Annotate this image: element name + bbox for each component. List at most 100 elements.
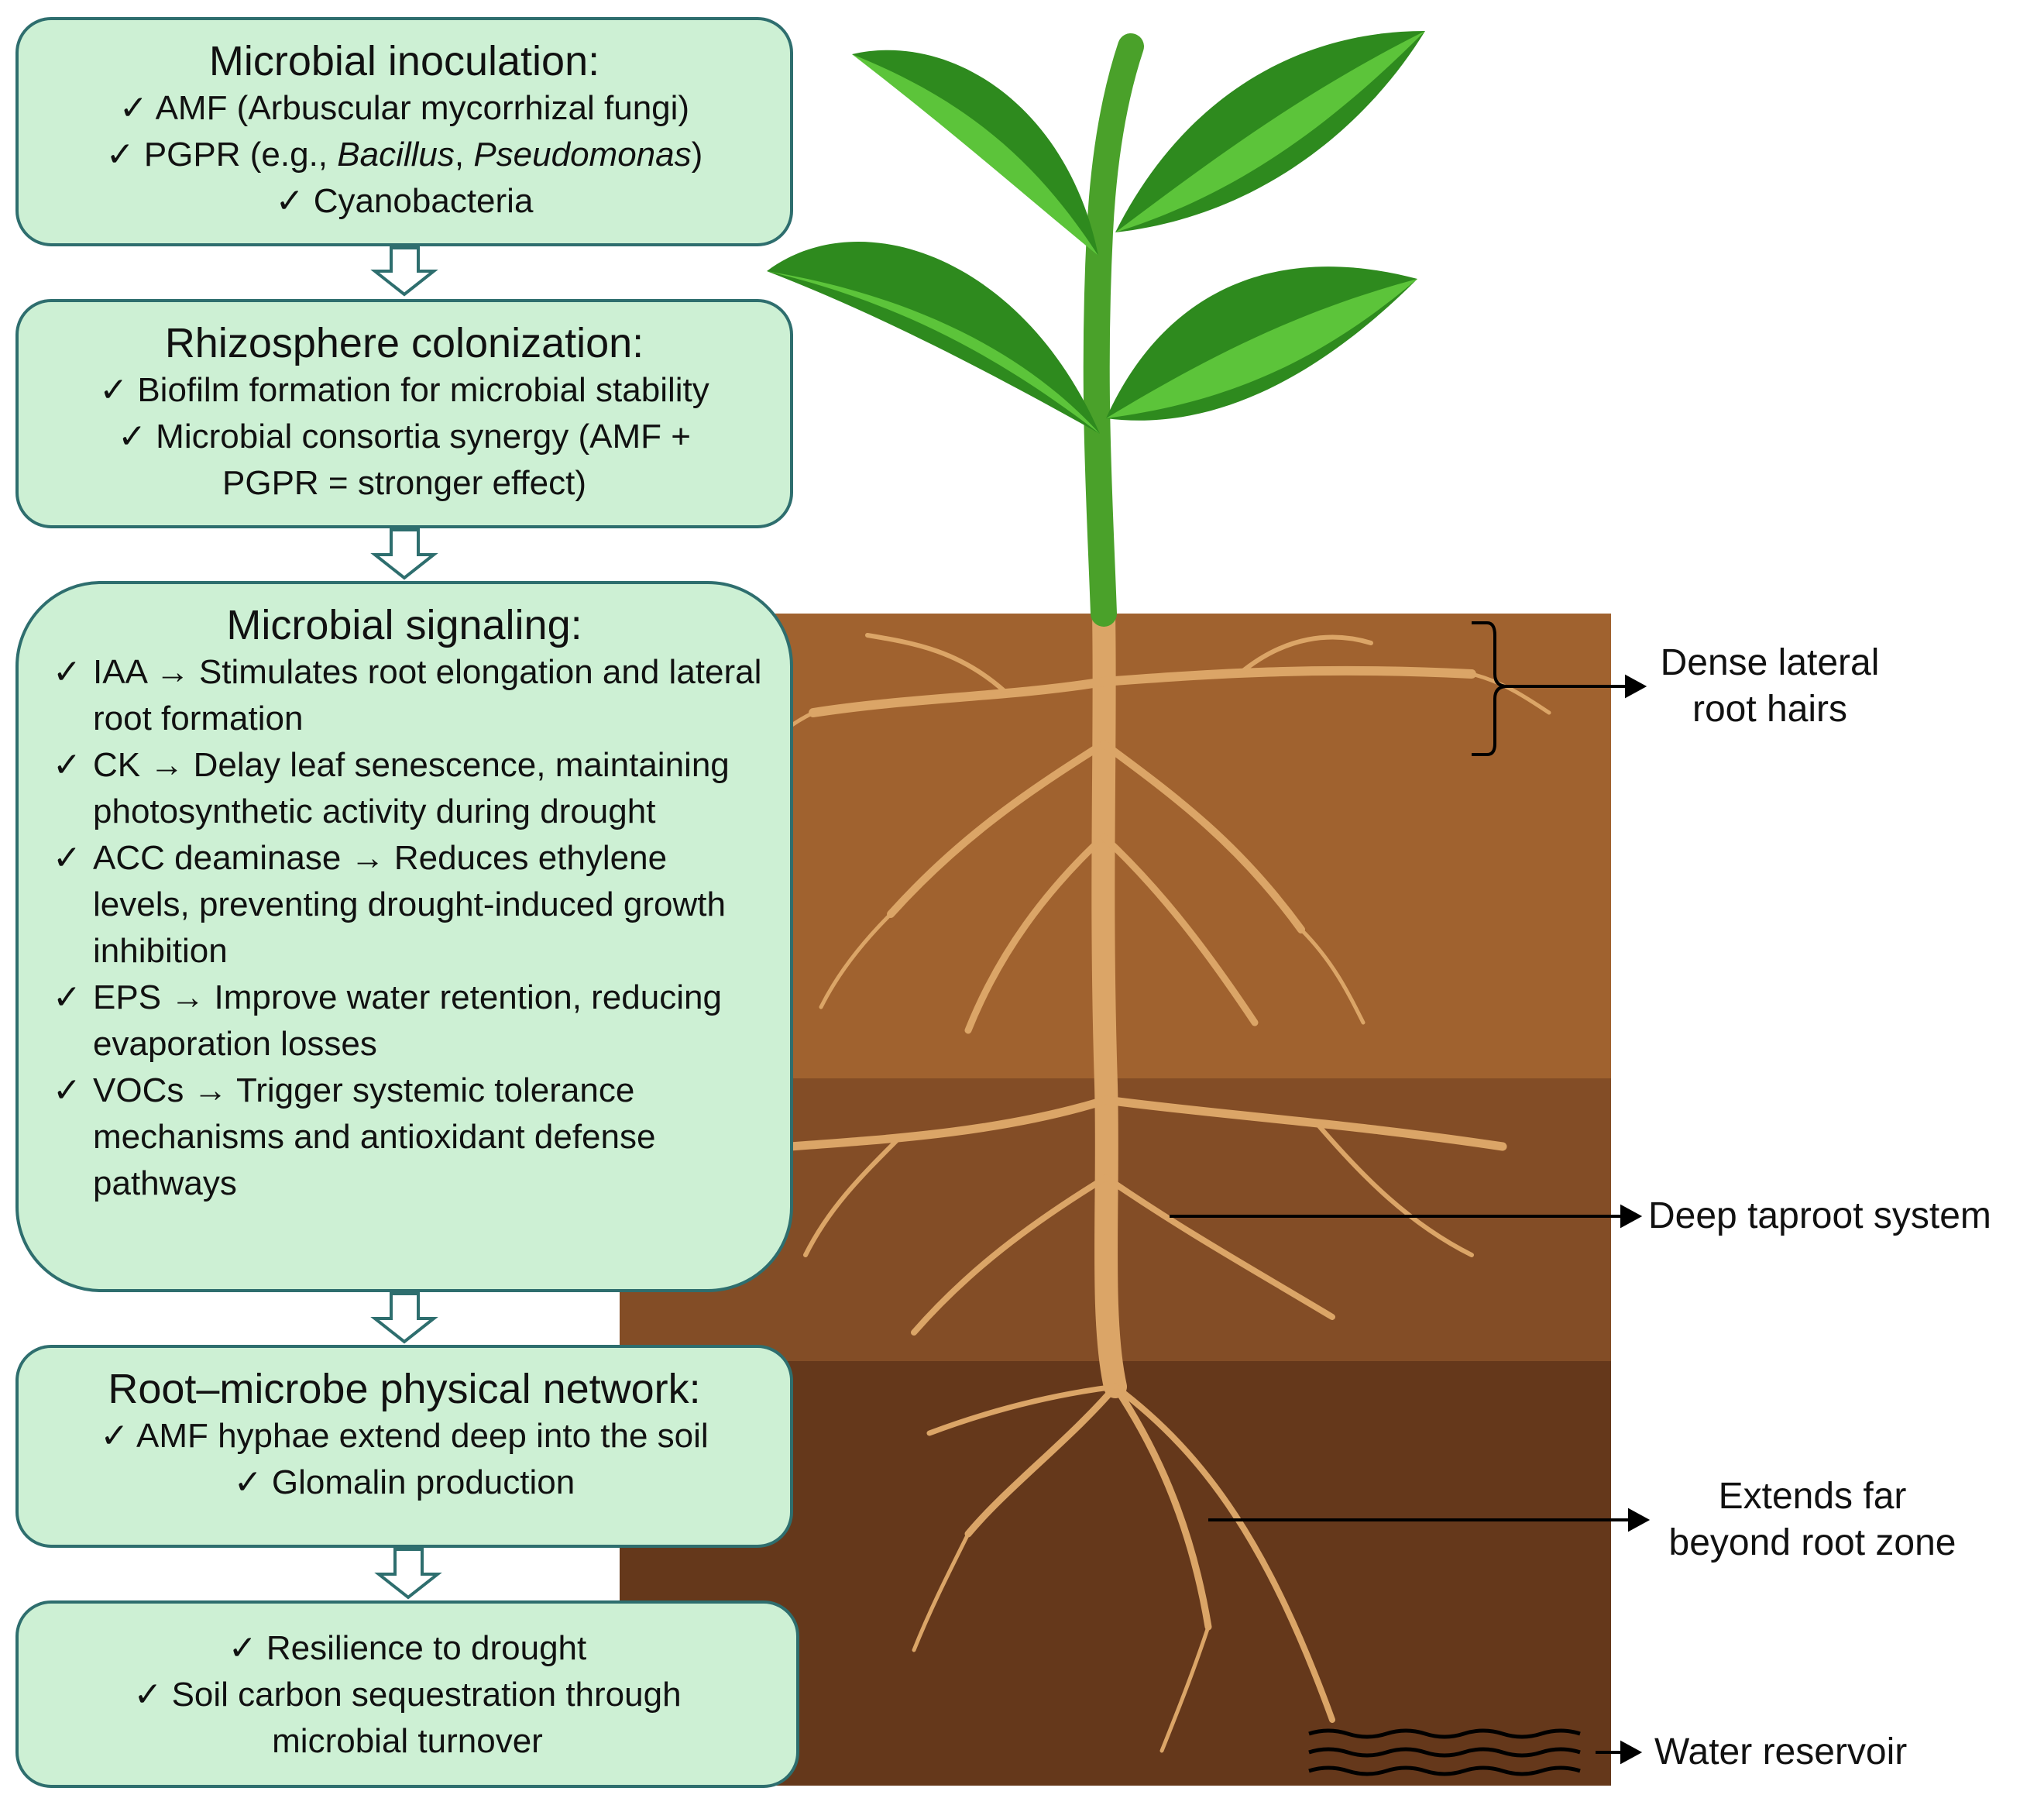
flow-arrow-1 (370, 246, 438, 297)
box-item: ✓ Cyanobacteria (19, 178, 790, 225)
genus-bacillus: Bacillus (337, 136, 455, 174)
lateral-root (911, 1174, 1109, 1336)
box-item: ✓ Soil carbon sequestration through micr… (19, 1672, 796, 1765)
genus-pseudomonas: Pseudomonas (473, 136, 692, 174)
label-line: root hairs (1692, 689, 1848, 730)
box-item: ✓ Biofilm formation for microbial stabil… (19, 367, 790, 414)
box-title: Root–microbe physical network: (108, 1366, 701, 1412)
wave-line (1308, 1765, 1581, 1776)
lateral-root (1100, 740, 1305, 933)
lateral-root (887, 740, 1108, 918)
leaf-right-upper-highlight (1115, 31, 1425, 232)
item-text-prefix: PGPR (e.g., (143, 136, 338, 174)
box-item: ✓ Microbial consortia synergy (AMF + PGP… (19, 414, 790, 507)
lateral-root (1099, 665, 1476, 686)
check-icon: ✓ (53, 839, 81, 877)
box-title: Rhizosphere colonization: (164, 320, 644, 366)
item-text: Biofilm formation for microbial stabilit… (137, 371, 709, 409)
label-extends-far: Extends far beyond root zone (1642, 1473, 1983, 1566)
lateral-root (865, 633, 1009, 696)
box-microbial-inoculation: Microbial inoculation: ✓ AMF (Arbuscular… (15, 17, 793, 246)
root-system (757, 602, 1551, 1753)
label-deep-taproot-system: Deep taproot system (1648, 1195, 1991, 1236)
stem (1083, 33, 1144, 627)
check-icon: ✓ (53, 978, 81, 1016)
leaf-right-lower-highlight (1106, 279, 1417, 418)
item-text: Microbial consortia synergy (AMF + PGPR … (156, 418, 691, 502)
arrowhead-dense-lateral (1625, 674, 1647, 699)
lateral-root (1100, 833, 1259, 1026)
box-item: ✓ ACC deaminase → Reduces ethylene levels… (53, 835, 790, 975)
box-title: Microbial inoculation: (208, 38, 600, 84)
lateral-root (1314, 1121, 1474, 1257)
item-text: EPS → Improve water retention, reducing … (93, 978, 722, 1063)
wave-line (1308, 1747, 1581, 1758)
box-item: ✓ VOCs → Trigger systemic tolerance mecha… (53, 1068, 790, 1207)
plant-shoot (767, 31, 1425, 627)
lateral-root (1237, 634, 1373, 676)
flow-arrow-3 (370, 1292, 438, 1344)
check-icon: ✓ (228, 1629, 257, 1667)
item-text: VOCs → Trigger systemic tolerance mechan… (93, 1071, 656, 1202)
box-item: ✓ Glomalin production (19, 1459, 790, 1506)
item-text: Glomalin production (271, 1463, 575, 1501)
label-dense-lateral-root-hairs: Dense lateral root hairs (1642, 640, 1898, 733)
box-rhizosphere-colonization: Rhizosphere colonization: ✓ Biofilm form… (15, 299, 793, 528)
check-icon: ✓ (133, 1676, 163, 1714)
label-water-reservoir: Water reservoir (1654, 1731, 1908, 1772)
check-icon: ✓ (105, 136, 135, 174)
box-item: ✓ AMF hyphae extend deep into the soil (19, 1413, 790, 1459)
flow-arrow-2 (370, 528, 438, 580)
flow-arrows (370, 246, 442, 1600)
lateral-root (803, 1136, 901, 1257)
arrowhead-deep-taproot (1620, 1204, 1643, 1229)
taproot (1091, 602, 1127, 1398)
item-text: ACC deaminase → Reduces ethylene levels,… (93, 839, 726, 970)
item-text: Cyanobacteria (313, 182, 534, 220)
wave-line (1308, 1728, 1581, 1739)
label-line: beyond root zone (1668, 1522, 1956, 1563)
check-icon: ✓ (53, 1071, 81, 1109)
box-item: ✓ PGPR (e.g., Bacillus, Pseudomonas) (19, 132, 790, 178)
lateral-root (1101, 1095, 1507, 1151)
flow-arrow-4 (374, 1548, 442, 1600)
lateral-root (964, 833, 1108, 1034)
annotations (1170, 621, 1651, 1765)
check-icon: ✓ (275, 182, 304, 220)
item-text: CK → Delay leaf senescence, maintaining … (93, 746, 730, 830)
check-icon: ✓ (99, 371, 129, 409)
box-title: Microbial signaling: (226, 602, 582, 648)
item-text: IAA → Stimulates root elongation and lat… (93, 653, 762, 737)
box-item: ✓ Resilience to drought (19, 1625, 796, 1672)
check-icon: ✓ (53, 653, 81, 691)
lateral-root (1469, 672, 1551, 715)
check-icon: ✓ (119, 89, 148, 127)
lateral-root (785, 1095, 1111, 1151)
lateral-root (1299, 927, 1366, 1025)
lateral-root (1111, 1383, 1212, 1631)
label-line: Dense lateral (1660, 642, 1880, 683)
arrowhead-water-reservoir (1620, 1740, 1643, 1765)
arrowhead-extends-far (1628, 1508, 1651, 1532)
item-text: AMF (Arbuscular mycorrhizal fungi) (155, 89, 690, 127)
soil-layer-top (759, 614, 1611, 1078)
lateral-root (1112, 1384, 1335, 1723)
item-text: AMF hyphae extend deep into the soil (136, 1417, 709, 1455)
check-icon: ✓ (53, 746, 81, 784)
lateral-root (1159, 1624, 1211, 1753)
item-text-sep: , (454, 136, 474, 174)
box-item: ✓ IAA → Stimulates root elongation and la… (53, 649, 790, 742)
lateral-root (912, 1532, 970, 1652)
box-item: ✓ CK → Delay leaf senescence, maintaining… (53, 742, 790, 835)
check-icon: ✓ (100, 1417, 129, 1455)
item-text: Resilience to drought (266, 1629, 587, 1667)
item-text-suffix: ) (691, 136, 703, 174)
lateral-root (819, 912, 893, 1009)
label-line: Extends far (1718, 1476, 1907, 1517)
box-item: ✓ EPS → Improve water retention, reducing… (53, 975, 790, 1068)
check-icon: ✓ (233, 1463, 263, 1501)
box-microbial-signaling: Microbial signaling: ✓ IAA → Stimulates r… (15, 581, 793, 1292)
box-item: ✓ AMF (Arbuscular mycorrhizal fungi) (19, 85, 790, 132)
water-reservoir-waves (1308, 1728, 1581, 1776)
box-root-microbe-network: Root–microbe physical network: ✓ AMF hyp… (15, 1345, 793, 1548)
